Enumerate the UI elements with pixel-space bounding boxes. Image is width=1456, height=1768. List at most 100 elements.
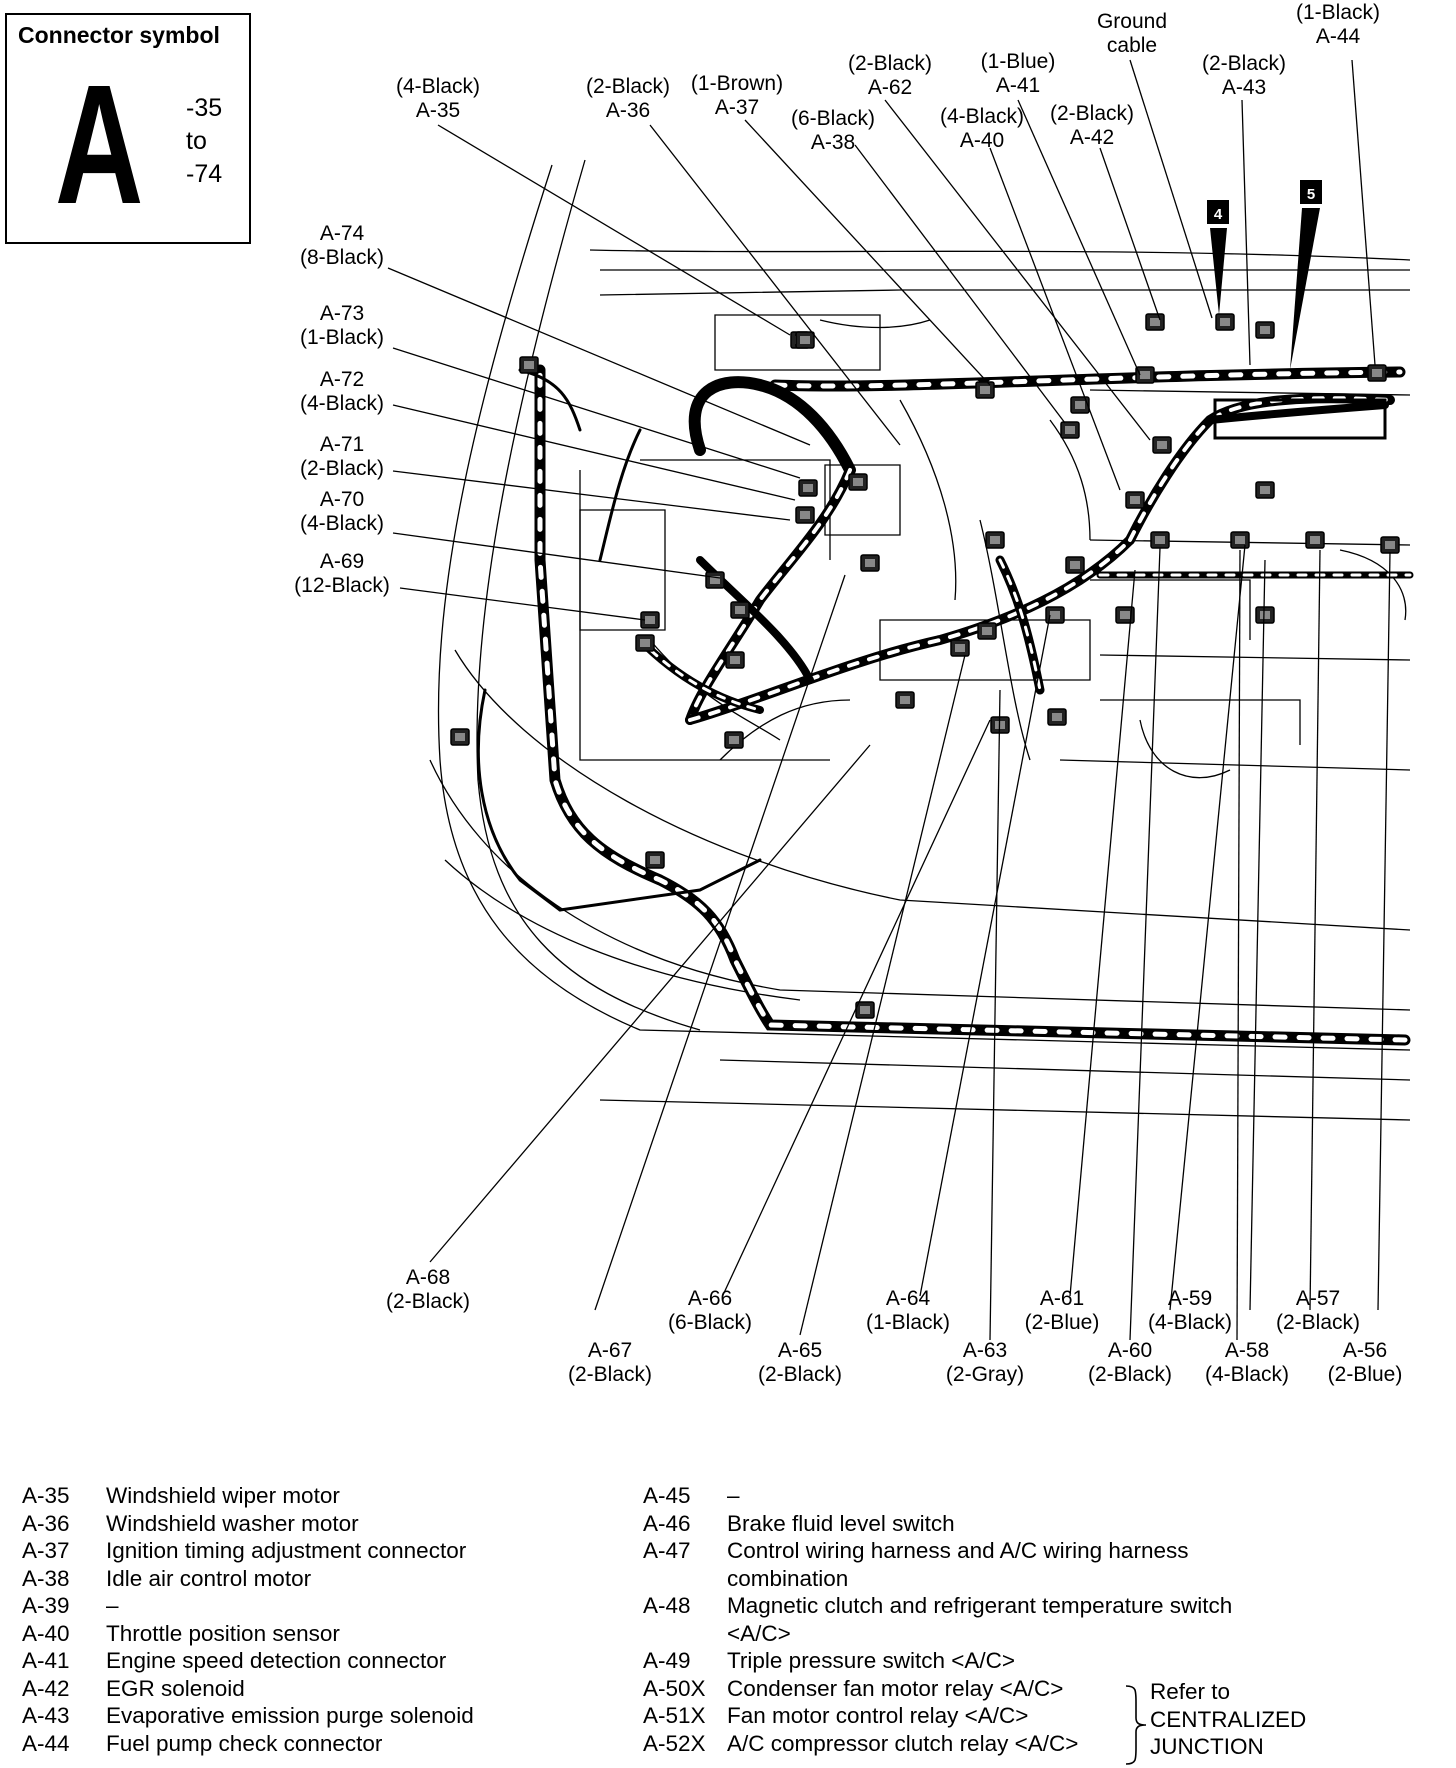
svg-text:(4-Black): (4-Black) [1148,1311,1232,1334]
legend-text: Engine speed detection connector [106,1648,447,1673]
legend-text: Windshield wiper motor [106,1483,340,1508]
svg-text:A-60: A-60 [1108,1339,1152,1362]
connector-symbol-range: -35 to -74 [186,92,222,191]
legend-text: Triple pressure switch <A/C> [727,1648,1016,1673]
svg-text:A-64: A-64 [886,1287,931,1310]
legend-text: combination [727,1565,849,1591]
svg-text:(4-Black): (4-Black) [1205,1363,1289,1386]
connector-glyphs [450,313,1400,1019]
callout-a64: A-64(1-Black) [866,1287,950,1334]
connector-symbol-title: Connector symbol [18,22,220,48]
svg-text:A-69: A-69 [320,550,364,573]
svg-text:A-66: A-66 [688,1287,732,1310]
svg-text:A-71: A-71 [320,433,364,456]
callout-a63: A-63(2-Gray) [946,1339,1024,1386]
svg-text:A-62: A-62 [868,76,912,99]
svg-text:(2-Black): (2-Black) [1050,102,1134,125]
svg-text:(2-Blue): (2-Blue) [1025,1311,1100,1334]
legend-text: EGR solenoid [106,1675,245,1701]
legend-id: A-35 [22,1483,70,1508]
legend-text: Evaporative emission purge solenoid [106,1703,474,1728]
callout-a36: (2-Black)A-36 [586,75,670,122]
legend-text: Throttle position sensor [106,1620,340,1646]
svg-text:(1-Brown): (1-Brown) [691,72,783,95]
legend-text: <A/C> [727,1620,791,1646]
legend-row: A-44 Fuel pump check connector [22,1730,474,1758]
svg-text:Ground: Ground [1097,10,1167,33]
refer-line: Refer to [1150,1679,1231,1704]
svg-text:(2-Blue): (2-Blue) [1328,1363,1403,1386]
callout-a41: (1-Blue)A-41 [981,50,1056,97]
legend-id: A-44 [22,1730,70,1756]
legend-id: A-46 [643,1510,691,1536]
callout-a71: A-71(2-Black) [300,433,384,480]
legend-text: Ignition timing adjustment connector [106,1538,467,1563]
svg-text:(1-Blue): (1-Blue) [981,50,1056,73]
svg-text:(2-Black): (2-Black) [586,75,670,98]
range-start: -35 [186,94,223,122]
legend-id: A-38 [22,1565,70,1591]
svg-text:(2-Black): (2-Black) [300,457,384,480]
legend-id: A-42 [22,1675,70,1701]
svg-text:A-74: A-74 [320,222,365,245]
refer-line: CENTRALIZED [1150,1706,1307,1732]
legend-id: A-50X [643,1675,706,1701]
legend-id: A-47 [643,1538,691,1563]
legend-text: A/C compressor clutch relay <A/C> [727,1730,1079,1756]
svg-text:(6-Black): (6-Black) [791,107,875,130]
svg-text:A-63: A-63 [963,1339,1007,1362]
svg-text:A-61: A-61 [1040,1287,1084,1310]
refer-note: Refer to CENTRALIZED JUNCTION [1150,1678,1306,1761]
svg-text:A-56: A-56 [1343,1339,1387,1362]
legend-text: Fan motor control relay <A/C> [727,1703,1029,1728]
legend-row: A-42 EGR solenoid [22,1675,474,1703]
legend-id: A-49 [643,1648,691,1673]
callout-a65: A-65(2-Black) [758,1339,842,1386]
svg-text:A-36: A-36 [606,99,650,122]
svg-text:(2-Black): (2-Black) [848,52,932,75]
svg-text:(8-Black): (8-Black) [300,246,384,269]
svg-text:(2-Black): (2-Black) [1276,1311,1360,1334]
legend-id: A-43 [22,1703,70,1728]
legend-id [643,1620,727,1648]
callout-a56: A-56(2-Blue) [1328,1339,1403,1386]
svg-text:(2-Black): (2-Black) [568,1363,652,1386]
marker-4: 4 [1207,200,1229,315]
callout-a72: A-72(4-Black) [300,368,384,415]
svg-text:A-37: A-37 [715,96,759,119]
svg-text:(2-Black): (2-Black) [1088,1363,1172,1386]
range-end: -74 [186,160,223,188]
junction-block-outline [1213,398,1387,440]
svg-text:A-65: A-65 [778,1339,822,1362]
svg-text:(6-Black): (6-Black) [668,1311,752,1334]
svg-text:(2-Black): (2-Black) [1202,52,1286,75]
svg-text:(1-Black): (1-Black) [866,1311,950,1334]
callout-a59: A-59(4-Black) [1148,1287,1232,1334]
svg-text:(1-Black): (1-Black) [300,326,384,349]
legend-text: – [106,1593,119,1618]
legend-row: A-38 Idle air control motor [22,1565,474,1593]
legend-row: A-45– [643,1482,1232,1510]
svg-text:A-35: A-35 [416,99,460,122]
callout-a38: (6-Black)A-38 [791,107,875,154]
refer-line: JUNCTION [1150,1734,1264,1759]
legend-text: Idle air control motor [106,1565,312,1591]
svg-text:A-73: A-73 [320,302,364,325]
callout-a58: A-58(4-Black) [1205,1339,1289,1386]
legend-text: Magnetic clutch and refrigerant temperat… [727,1593,1233,1618]
legend-text: Windshield washer motor [106,1510,359,1536]
legend-text: Fuel pump check connector [106,1730,383,1756]
callout-a35: (4-Black)A-35 [396,75,480,122]
legend-id: A-45 [643,1483,691,1508]
svg-text:A-67: A-67 [588,1339,632,1362]
